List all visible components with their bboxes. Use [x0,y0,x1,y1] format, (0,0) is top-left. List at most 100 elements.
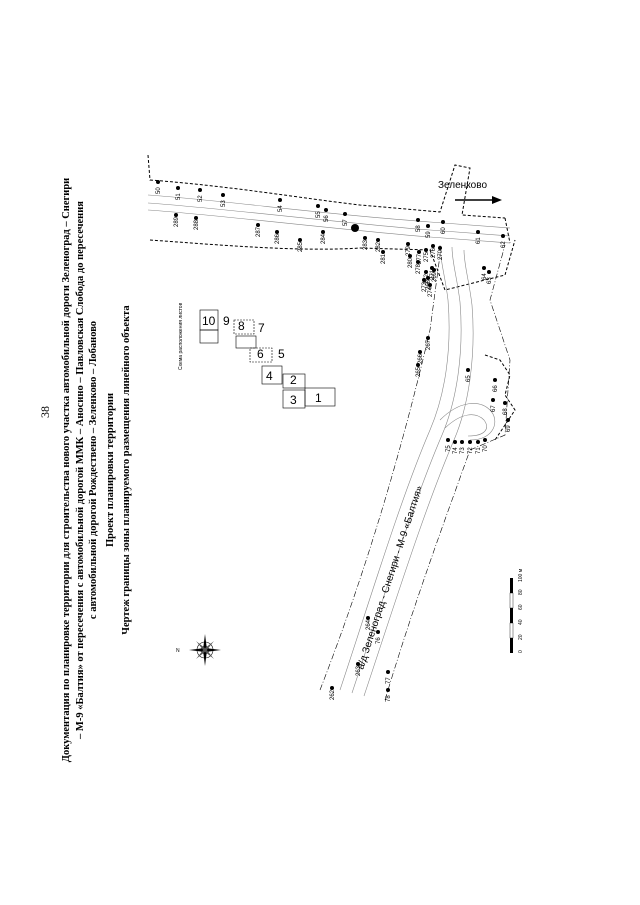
survey-point-label: 68 [503,408,509,415]
road-label: а/д Зеленоград - Снегири - М-9 «Балтия» [355,484,425,671]
survey-point-marker [386,670,390,674]
main-road [339,244,474,697]
survey-point-label: 73 [460,447,466,454]
survey-point-label: 74 [453,447,459,454]
survey-point-label: 264 [366,619,372,630]
survey-point-marker [426,224,430,228]
compass-icon [189,634,221,666]
survey-point-marker [491,398,495,402]
survey-point-label: 288 [194,219,200,230]
survey-point-marker [376,238,380,242]
survey-point-marker [386,688,390,692]
survey-point-label: 275 [424,251,430,262]
survey-point-label: 51 [176,193,182,200]
survey-point-label: 56 [324,215,330,222]
survey-point-marker [431,244,435,248]
survey-point-label: 70 [483,445,489,452]
survey-point-label: 273 [422,281,428,292]
survey-point-label: 281 [381,253,387,264]
survey-point-marker [156,180,160,184]
survey-point-label: 60 [441,227,447,234]
survey-point-label: 265 [416,366,422,377]
survey-point-marker [356,662,360,666]
survey-point-label: 71 [476,447,482,454]
survey-point-marker [482,266,486,270]
survey-point-label: 67 [491,405,497,412]
redline-boundary [319,244,511,701]
destination-label: Зеленково [438,180,487,191]
survey-point-marker [506,418,510,422]
survey-point-marker [424,270,428,274]
survey-point-marker [324,208,328,212]
survey-point-label: 279 [406,245,412,256]
survey-point-marker [321,230,325,234]
destination-arrow [455,196,502,204]
sheet-4: 4 [266,369,273,383]
svg-text:0: 0 [518,650,524,653]
survey-point-marker [381,250,385,254]
key-plan: Схема расположения листов 10 9 8 7 6 5 4… [178,302,336,409]
survey-point-label: 282 [376,241,382,252]
zone-boundary-right [484,354,516,441]
survey-point-marker [278,198,282,202]
sheet-3: 3 [290,393,297,407]
survey-point-marker [221,193,225,197]
survey-point-marker [366,616,370,620]
svg-text:80: 80 [518,589,524,595]
survey-point-label: 276 [431,247,437,258]
survey-point-marker [487,270,491,274]
survey-point-label: 63 [487,277,493,284]
survey-point-label: 76 [376,637,382,644]
survey-point-marker [363,236,367,240]
survey-point-label: 262 [330,689,336,700]
survey-point-label: 54 [278,205,284,212]
survey-point-marker [453,440,457,444]
sheet-6: 6 [257,347,264,361]
survey-point-marker [430,266,434,270]
survey-point-label: 266 [418,353,424,364]
survey-point-label: 283 [363,239,369,250]
survey-point-label: 66 [493,385,499,392]
survey-point-marker [424,248,428,252]
survey-point-label: 77 [386,677,392,684]
upper-road [147,194,511,244]
survey-point-label: 62 [501,241,507,248]
survey-point-label: 270 [438,249,444,260]
sheet-7: 7 [258,321,265,335]
survey-point-label: 59 [426,231,432,238]
survey-point-marker [468,440,472,444]
sheet-5: 5 [278,347,285,361]
survey-point-marker [343,212,347,216]
survey-point-label: 72 [468,447,474,454]
survey-point-marker [376,630,380,634]
survey-point-label: 277 [417,253,423,264]
survey-point-marker [493,378,497,382]
survey-point-label: 263 [356,665,362,676]
survey-point-label: 289 [174,216,180,227]
survey-point-marker [198,188,202,192]
svg-text:20: 20 [518,634,524,640]
sheet-10: 10 [202,314,216,328]
survey-point-label: 78 [386,695,392,702]
survey-point-marker [446,438,450,442]
survey-point-marker [194,216,198,220]
survey-point-marker [408,254,412,258]
interchange-loop [439,403,495,441]
survey-point-marker [476,440,480,444]
survey-point-label: 64 [482,273,488,280]
survey-point-marker [422,278,426,282]
survey-point-label: 285 [298,241,304,252]
sheet-1: 1 [315,391,322,405]
survey-point-label: 269 [432,271,438,282]
survey-point-marker [483,438,487,442]
key-plan-title: Схема расположения листов [178,302,184,370]
survey-point-marker [174,213,178,217]
survey-point-marker [416,363,420,367]
survey-point-marker [298,238,302,242]
survey-point-label: 52 [198,195,204,202]
survey-point-label: 53 [221,200,227,207]
survey-point-label: 287 [256,226,262,237]
survey-point-marker [418,350,422,354]
